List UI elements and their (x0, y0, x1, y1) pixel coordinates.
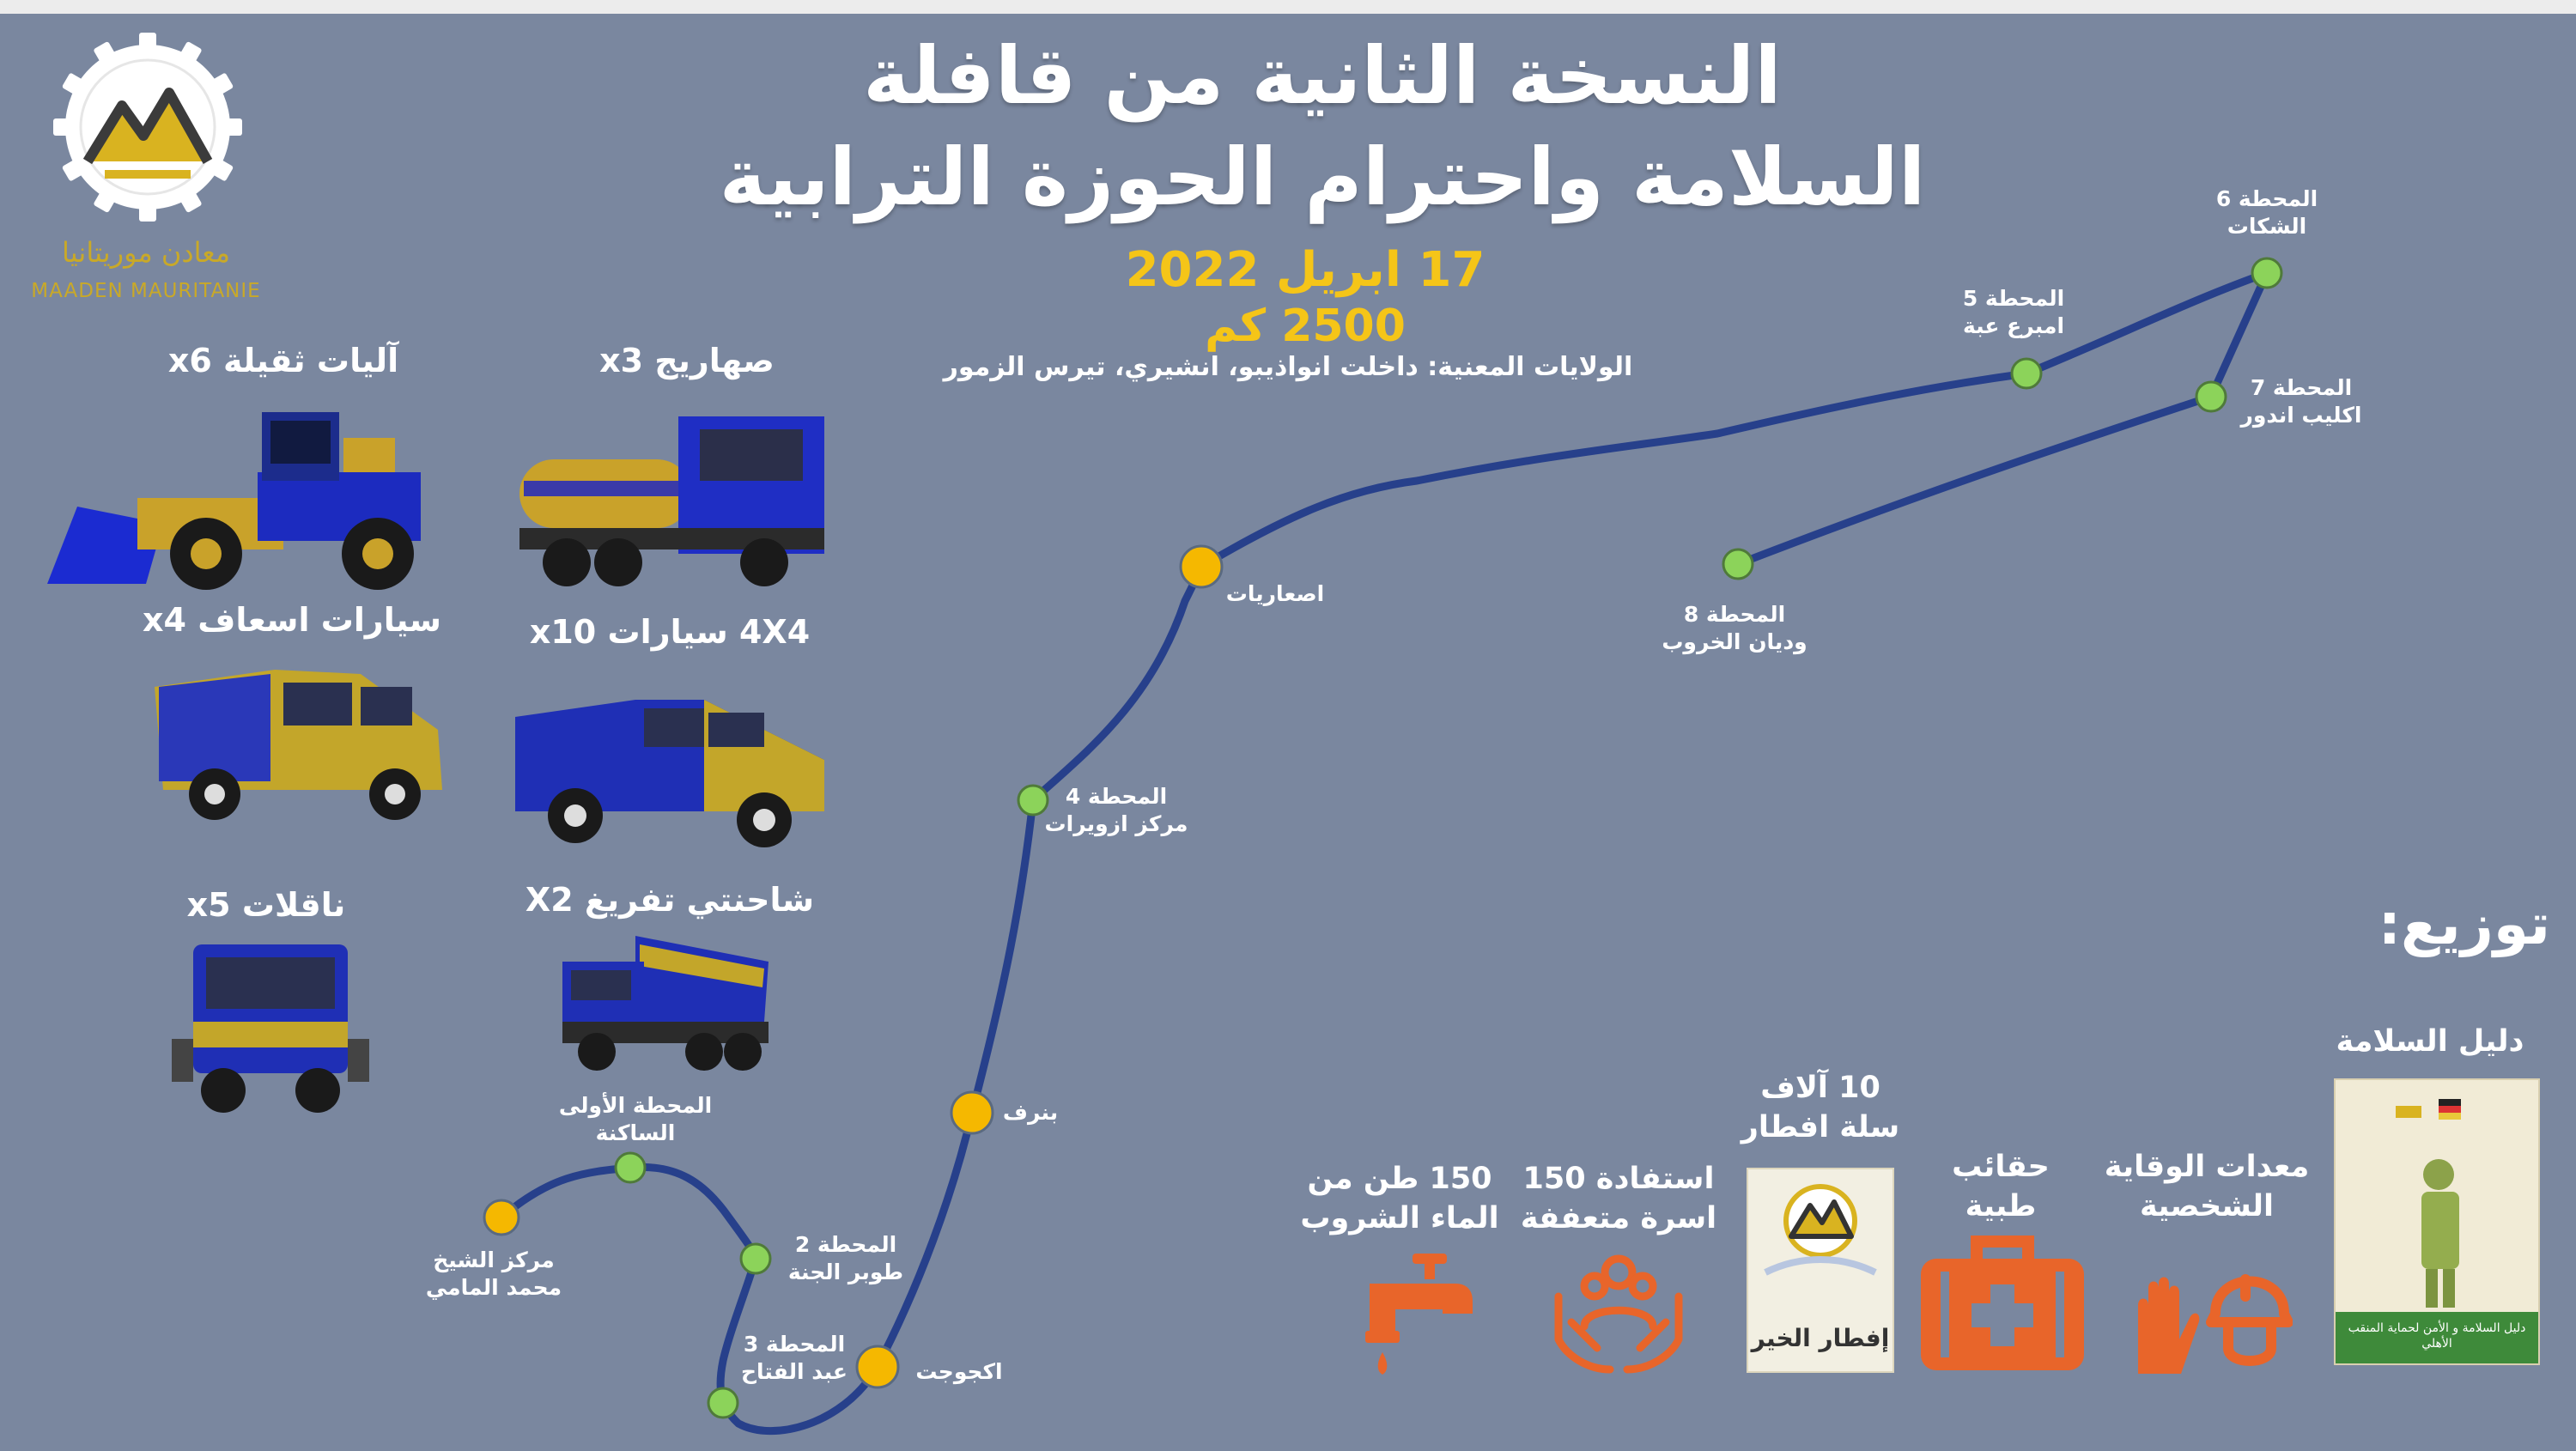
regions-text: الولايات المعنية: داخلت انواذيبو، انشيري… (943, 352, 1633, 382)
families-hands-icon (1554, 1254, 1683, 1374)
brand-name-ar: معادن موريتانيا (62, 236, 230, 269)
station-marker-sheikh (483, 1199, 520, 1236)
top-strip (0, 0, 2576, 14)
distribution-title: توزيع: (2378, 891, 2550, 957)
dump-truck-image (562, 936, 769, 1071)
station-marker-6 (2251, 257, 2283, 289)
page-title: النسخة الثانية من قافلة السلامة واحترام … (670, 26, 1975, 228)
station-markers (483, 257, 2283, 1419)
station-marker-2 (739, 1242, 772, 1275)
transporter-truck-image (172, 944, 369, 1113)
ambulance-image (155, 670, 442, 820)
station-marker-akjoujt (855, 1345, 900, 1389)
station-marker-5 (2010, 357, 2043, 390)
wheel-loader-image (47, 412, 421, 590)
vehicle-label-ambulance: سيارات اسعاف x4 (143, 601, 441, 639)
event-date: 17 ابريل 2022 (1125, 242, 1485, 298)
station-label-akjoujt: اكجوجت (915, 1359, 1003, 1384)
safety-guide-title: دليل السلامة و الأمن لحماية المنقب الأهل… (2348, 1321, 2526, 1351)
tanker-truck-image (519, 416, 824, 586)
iftar-basket-caption: إفطار الخير (1751, 1324, 1890, 1352)
brand-name-en: MAADEN MAURITANIE (31, 280, 261, 302)
vehicle-label-4x4: 4X4 سيارات x10 (529, 613, 811, 651)
station-marker-7 (2195, 380, 2227, 413)
ppe-icon (2138, 1274, 2293, 1374)
route-line (497, 269, 2271, 1436)
safety-guide-cover: دليل السلامة و الأمن لحماية المنقب الأهل… (2334, 1078, 2540, 1365)
vehicle-label-dump-trucks: شاحنتي تفريغ X2 (525, 881, 815, 919)
maaden-logo (53, 33, 242, 222)
station-marker-benichab (950, 1090, 994, 1135)
item-label-safety-guide: دليل السلامة (2336, 1024, 2524, 1059)
vehicle-label-tankers: صهاريج x3 (599, 342, 775, 379)
total-distance: 2500 كم (1205, 301, 1406, 352)
station-marker-asariyat (1179, 544, 1224, 589)
title-line-2: السلامة واحترام الحوزة الترابية (719, 131, 1926, 223)
station-label-benichab: بنرف (1002, 1100, 1059, 1125)
water-tap-icon (1365, 1254, 1473, 1375)
station-marker-8 (1722, 548, 1754, 580)
iftar-basket-cover: إفطار الخير (1747, 1168, 1894, 1373)
vehicle-label-heavy: آليات ثقيلة x6 (167, 342, 399, 379)
station-marker-1 (614, 1151, 647, 1184)
title-line-1: النسخة الثانية من قافلة (863, 30, 1782, 122)
station-label-asariyat: اصعاريات (1225, 581, 1325, 606)
medical-kit-icon (1921, 1235, 2084, 1370)
station-marker-4 (1017, 784, 1049, 817)
pickup-4x4-image (515, 700, 824, 847)
vehicle-label-transporters: ناقلات x5 (186, 886, 346, 924)
station-marker-3 (707, 1387, 739, 1419)
